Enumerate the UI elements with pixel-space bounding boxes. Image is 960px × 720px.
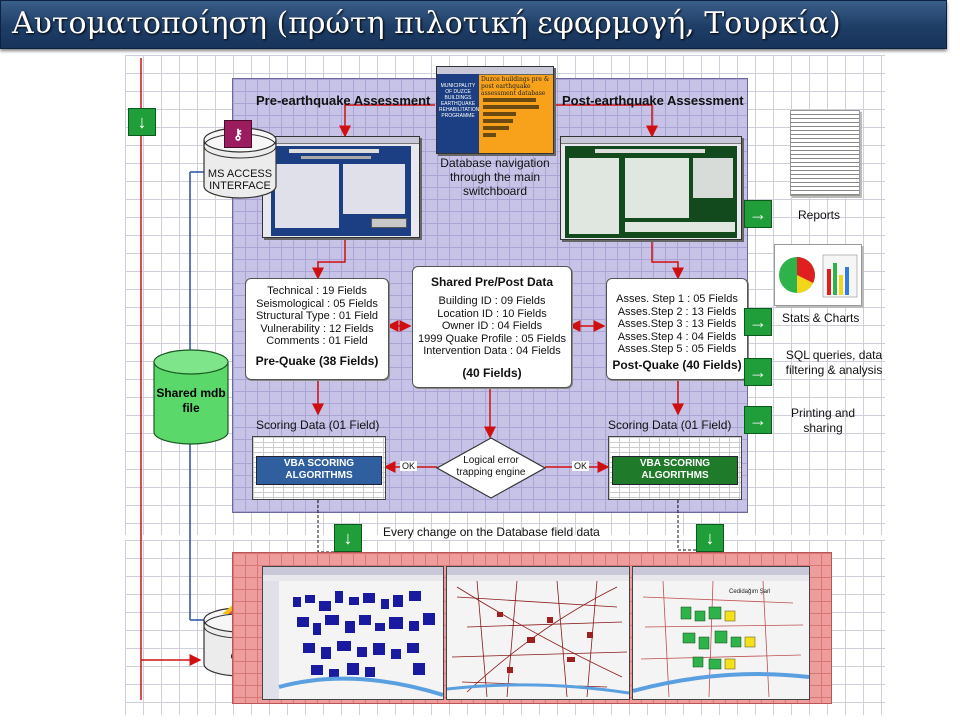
shared-field-row: Building ID : 09 Fields (438, 295, 546, 307)
chart-thumbnail (774, 244, 862, 306)
shared-field-row: Owner ID : 04 Fields (441, 320, 543, 332)
pre-field-row: Comments : 01 Field (266, 335, 368, 347)
right-arrow-icon: → (744, 406, 772, 434)
pre-earthquake-header: Pre-earthquake Assessment (256, 93, 431, 108)
logic-engine-diamond (436, 437, 546, 499)
menu-item[interactable] (483, 126, 510, 130)
ok-label-right: OK (572, 461, 590, 471)
ms-access-label: MS ACCESS INTERFACE (207, 168, 273, 192)
switchboard-title: Duzce buildings pre & post earthquake as… (481, 76, 550, 97)
title-bar (0, 0, 947, 49)
change-label: Every change on the Database field data (383, 525, 600, 539)
shared-data-title: Shared Pre/Post Data (430, 275, 554, 289)
pre-form-body (271, 146, 411, 236)
post-field-row: Asses.Step 5 : 05 Fields (617, 343, 737, 355)
sql-queries-label[interactable]: SQL queries, data filtering & analysis (785, 348, 883, 377)
switchboard-org: MUNICIPALITY OF DUZCE BUILDINGS EARTHQUA… (439, 83, 480, 119)
reports-label[interactable]: Reports (798, 208, 841, 222)
switchboard-window[interactable]: MUNICIPALITY OF DUZCE BUILDINGS EARTHQUA… (436, 66, 554, 154)
down-arrow-icon: ↓ (696, 524, 724, 552)
logic-engine-label: Logical error trapping engine (456, 455, 526, 478)
pre-field-row: Seismological : 05 Fields (256, 297, 378, 310)
vba-algorithms-left[interactable]: VBA SCORING ALGORITHMS (256, 456, 382, 485)
stats-chart-graphic (779, 254, 858, 298)
post-field-row: Asses. Step 1 : 05 Fields (616, 293, 738, 305)
gis-map-2[interactable] (446, 566, 630, 700)
pre-field-row: Vulnerability : 12 Fields (260, 322, 374, 335)
ok-label-left: OK (400, 461, 418, 471)
slide-title: Αυτοματοποίηση (πρώτη πιλοτική εφαρμογή,… (12, 6, 841, 41)
menu-item[interactable] (483, 119, 513, 123)
right-arrow-icon: → (744, 200, 772, 228)
menu-item[interactable] (483, 105, 540, 109)
gis-map-3-graphic (633, 567, 809, 698)
scoring-label-left: Scoring Data (01 Field) (256, 418, 380, 432)
post-field-row: Asses.Step 3 : 13 Fields (617, 318, 737, 330)
pre-field-row: Structural Type : 01 Field (255, 310, 379, 322)
post-earthquake-header: Post-earthquake Assessment (562, 93, 744, 108)
shared-field-row: Location ID : 10 Fields (437, 307, 547, 320)
post-field-row: Asses.Step 2 : 13 Fields (617, 305, 737, 318)
pre-quake-title: Pre-Quake (38 Fields) (255, 353, 379, 368)
right-arrow-icon: → (744, 358, 772, 386)
pre-field-row: Technical : 19 Fields (267, 285, 367, 297)
switchboard-sidebar (437, 74, 479, 153)
vba-algorithms-right[interactable]: VBA SCORING ALGORITHMS (612, 456, 738, 485)
gis-map-3[interactable]: Cedidağım Şarl (632, 566, 810, 700)
scoring-label-right: Scoring Data (01 Field) (608, 418, 732, 432)
switchboard-label: Database navigation through the main swi… (440, 156, 550, 198)
menu-item[interactable] (483, 112, 516, 116)
shared-data-box: Shared Pre/Post Data Building ID : 09 Fi… (412, 266, 572, 388)
shared-data-total: (40 Fields) (462, 365, 522, 380)
menu-item[interactable] (483, 133, 497, 137)
post-assessment-form[interactable] (560, 136, 742, 240)
pre-quake-box: Technical : 19 Fields Seismological : 05… (245, 278, 389, 380)
window-titlebar (437, 67, 553, 75)
post-quake-box: Asses. Step 1 : 05 Fields Asses.Step 2 :… (606, 278, 748, 380)
down-arrow-icon: ↓ (334, 524, 362, 552)
down-arrow-icon: ↓ (128, 108, 156, 136)
gis-map-1[interactable] (262, 566, 444, 700)
shared-mdb-label: Shared mdb file (156, 386, 226, 415)
switchboard-menu (483, 95, 549, 140)
stats-charts-label[interactable]: Stats & Charts (782, 311, 860, 325)
post-form-body (565, 146, 737, 238)
shared-field-row: Intervention Data : 04 Fields (423, 345, 561, 357)
menu-item[interactable] (483, 98, 536, 102)
gis-map-1-graphic (263, 567, 443, 699)
right-arrow-icon: → (744, 308, 772, 336)
report-thumbnail (790, 110, 860, 196)
post-quake-title: Post-Quake (40 Fields) (612, 357, 742, 372)
shared-mdb-icon (153, 349, 229, 445)
pre-assessment-form[interactable] (262, 136, 420, 238)
shared-field-row: 1999 Quake Profile : 05 Fields (418, 332, 566, 345)
map-caption: Cedidağım Şarl (729, 589, 771, 595)
access-key-icon: ⚷ (224, 120, 252, 148)
post-field-row: Asses.Step 4 : 04 Fields (617, 330, 737, 343)
printing-sharing-label[interactable]: Printing and sharing (790, 406, 856, 435)
gis-map-2-graphic (447, 567, 629, 698)
